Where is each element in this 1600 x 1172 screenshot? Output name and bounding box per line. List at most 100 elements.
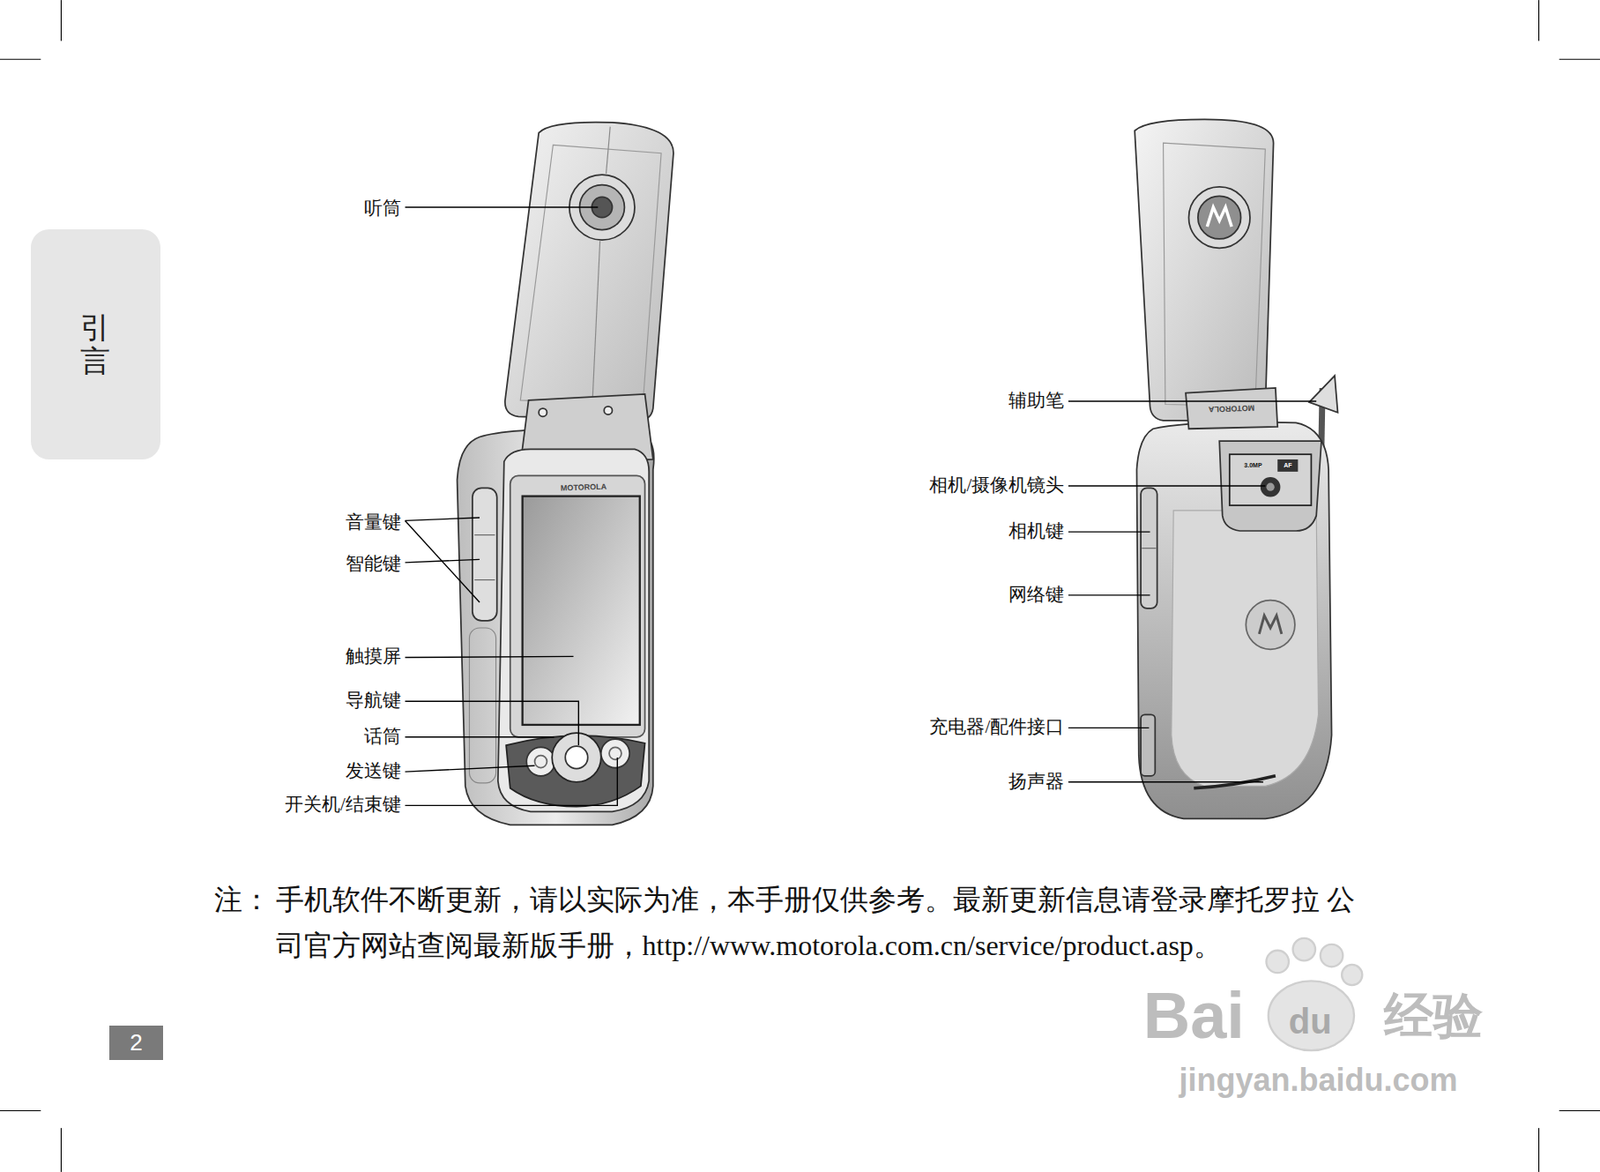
key-divider <box>1141 547 1156 549</box>
leader-line <box>1068 727 1149 729</box>
phone-back <box>1134 119 1338 819</box>
paw-toe <box>1265 950 1288 973</box>
leader-line <box>405 655 574 657</box>
paw-toe <box>1293 937 1316 960</box>
crop-mark <box>60 1127 62 1172</box>
send-key <box>526 746 555 775</box>
lid-edge <box>1163 142 1266 407</box>
back-logo <box>1245 600 1295 650</box>
camera-panel <box>1229 453 1312 506</box>
side-keys <box>1140 487 1158 609</box>
part-label: 话筒 <box>364 725 402 748</box>
crop-mark <box>0 1109 41 1111</box>
watermark: du <box>1288 999 1333 1042</box>
crop-mark <box>60 0 62 41</box>
crop-mark <box>1559 59 1600 60</box>
part-label: 充电器/配件接口 <box>929 716 1065 739</box>
hinge <box>1185 387 1278 429</box>
crop-mark <box>1538 0 1540 41</box>
brand-text: MOTOROLA <box>1208 402 1256 415</box>
accessory-port <box>1140 714 1155 775</box>
note-text: 手机软件不断更新，请以实际为准，本手册仅供参考。最新更新信息请登录摩托罗拉 公司… <box>275 876 1370 968</box>
leader-line <box>1068 530 1151 532</box>
section-tab: 引言 <box>30 229 161 459</box>
leader-line <box>405 206 599 208</box>
logo-disc <box>1198 195 1242 239</box>
end-key <box>601 738 630 767</box>
section-title: 引言 <box>80 311 111 378</box>
part-label: 网络键 <box>1008 583 1065 606</box>
leader-lines <box>405 207 1318 805</box>
leader-line <box>405 757 618 805</box>
leader-line <box>405 520 480 603</box>
battery-cover <box>1171 510 1319 787</box>
paw-toe <box>1341 964 1362 985</box>
leader-line <box>405 517 480 521</box>
screw <box>538 408 547 417</box>
watermark: 经验 <box>1384 985 1483 1045</box>
part-label: 听筒 <box>364 198 402 221</box>
crop-mark <box>1559 1109 1600 1111</box>
spec-text: AF <box>1283 461 1292 469</box>
part-label: 相机键 <box>1008 520 1065 543</box>
leader-line <box>405 558 480 562</box>
part-label: 辅助笔 <box>1008 389 1065 412</box>
part-label: 音量键 <box>345 511 402 534</box>
watermark: jingyan.baidu.com <box>1178 1060 1458 1099</box>
part-label: 触摸屏 <box>345 646 402 669</box>
leader-line <box>1068 484 1266 486</box>
brand-text: MOTOROLA <box>560 482 608 494</box>
watermark: Bai <box>1143 975 1245 1055</box>
crop-mark <box>1538 1127 1540 1172</box>
leader-line <box>405 700 580 745</box>
part-label: 扬声器 <box>1008 770 1065 793</box>
crop-mark <box>0 59 41 60</box>
leader-line <box>405 765 536 772</box>
side-strip <box>468 627 496 783</box>
af-badge <box>1277 459 1298 472</box>
lid-groove <box>591 240 600 415</box>
front-face <box>498 448 649 812</box>
nav-key-center <box>565 745 588 768</box>
note-marker: 注： <box>214 876 271 923</box>
part-label: 智能键 <box>345 553 402 576</box>
nav-key <box>551 732 602 782</box>
leader-line <box>1068 594 1151 596</box>
part-label: 相机/摄像机镜头 <box>929 474 1065 497</box>
lens-glass <box>1265 483 1274 492</box>
leader-line <box>405 736 555 737</box>
end-key-icon <box>609 746 622 760</box>
part-label: 发送键 <box>345 759 402 782</box>
key-divider <box>474 534 495 536</box>
flip-lid <box>1134 119 1273 421</box>
camera-lens <box>1261 477 1280 497</box>
logo-mark <box>1206 207 1232 227</box>
stylus-tip <box>1309 375 1338 413</box>
touch-screen <box>522 496 640 725</box>
spec-text: 3.0MP <box>1243 461 1262 469</box>
lid-groove <box>606 126 611 174</box>
paw-toe <box>1320 944 1343 967</box>
lid-edge <box>520 144 662 404</box>
watermark-paw <box>1265 937 1362 1050</box>
part-label: 开关机/结束键 <box>284 794 402 817</box>
phone-body <box>457 428 655 826</box>
leader-line <box>1068 400 1317 402</box>
phone-body <box>1136 422 1332 819</box>
send-key-icon <box>535 755 548 768</box>
logo-ring <box>1189 186 1251 248</box>
paw-pad <box>1268 980 1355 1050</box>
screw <box>603 406 612 415</box>
part-label: 导航键 <box>345 690 402 713</box>
key-divider <box>474 579 495 581</box>
page-number: 2 <box>129 1029 142 1056</box>
leader-line <box>1068 781 1264 782</box>
phone-front <box>457 122 674 826</box>
flip-lid <box>505 122 674 421</box>
side-keys <box>472 487 498 620</box>
logo-mark <box>1258 615 1281 634</box>
screen-bezel <box>510 475 646 737</box>
